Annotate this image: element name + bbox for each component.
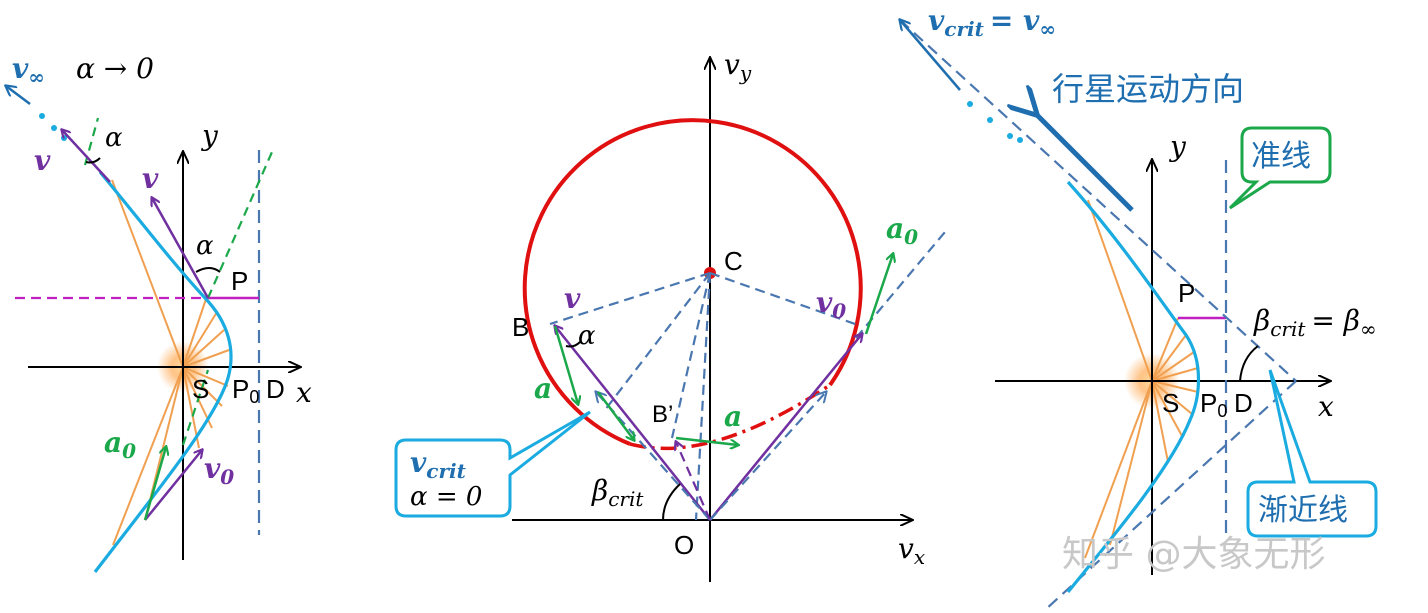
mid-a-left-label: a bbox=[534, 372, 552, 405]
mid-a0-label: a0 bbox=[886, 212, 918, 249]
mid-velocity-to-B bbox=[555, 326, 711, 521]
mid-radius-lines bbox=[549, 271, 859, 521]
left-accel-arrow-a0 bbox=[143, 447, 166, 521]
right-orbit-curve bbox=[1066, 180, 1201, 594]
mid-velocity-v0 bbox=[709, 334, 862, 521]
right-D-label: D bbox=[1234, 388, 1253, 418]
mid-vx-label: vx bbox=[898, 532, 925, 569]
mid-C-label: C bbox=[724, 246, 743, 276]
mid-dashed-velocity-right bbox=[709, 392, 826, 521]
left-alpha-mid-label: α bbox=[196, 231, 214, 261]
right-vcrit-eq-label: vcrit= v∞ bbox=[928, 4, 1056, 41]
right-callout-asymptote: 渐近线 bbox=[1246, 369, 1378, 538]
left-alpha-limit-label: α → 0 bbox=[76, 52, 154, 85]
mid-accel-a0 bbox=[864, 254, 893, 335]
left-velocity-arrow-top bbox=[62, 130, 111, 183]
right-panel: vcrit= v∞ 行星运动方向 y P βcrit= β∞ S P0 D x … bbox=[899, 4, 1378, 611]
middle-panel: vy C v B α a B’ a a0 v0 βcrit O vx vcrit… bbox=[394, 48, 946, 582]
mid-dashed-velocity-bprime bbox=[676, 442, 712, 521]
left-v-inf-arrow bbox=[6, 86, 31, 105]
mid-beta-arc bbox=[662, 483, 681, 521]
right-S-label: S bbox=[1162, 388, 1179, 418]
left-v-label-2: v bbox=[142, 162, 159, 195]
left-a0-label: a0 bbox=[104, 426, 136, 463]
right-dot-1 bbox=[967, 101, 973, 107]
right-beta-eq-label: βcrit= β∞ bbox=[1253, 304, 1377, 341]
watermark: 知乎 @大象无形 bbox=[1062, 534, 1325, 575]
left-alpha-arc-mid bbox=[195, 267, 221, 273]
right-dot-3 bbox=[1007, 133, 1013, 139]
right-x-axis-label: x bbox=[1318, 390, 1334, 423]
left-panel: v∞ α → 0 α v v y α P S P0 D x a0 v0 bbox=[6, 52, 312, 573]
mid-accel-mid-left bbox=[597, 391, 634, 440]
mid-beta-crit-label: βcrit bbox=[591, 474, 644, 511]
mid-O-label: O bbox=[674, 530, 694, 560]
left-P-label: P bbox=[231, 266, 248, 296]
left-alpha-arc-top bbox=[85, 157, 101, 164]
mid-accel-bprime bbox=[675, 436, 738, 445]
mid-B-label: B bbox=[512, 312, 529, 342]
mid-accel-at-B bbox=[553, 325, 578, 404]
left-dot-2 bbox=[51, 125, 57, 131]
right-beta-arc bbox=[1239, 345, 1259, 382]
left-velocity-arrow-mid bbox=[152, 198, 210, 299]
mid-alpha-label: α bbox=[578, 321, 596, 351]
left-velocity-arrow-v0 bbox=[144, 450, 202, 521]
right-asymptote-upper bbox=[899, 19, 1297, 382]
right-vcrit-arrow bbox=[900, 20, 961, 91]
mid-v-label: v bbox=[564, 282, 581, 315]
right-planet-motion-label: 行星运动方向 bbox=[1052, 70, 1244, 108]
left-dot-1 bbox=[39, 113, 45, 119]
left-v-inf-label: v∞ bbox=[12, 52, 45, 89]
callout-alpha-zero-label: α = 0 bbox=[410, 482, 482, 512]
left-v-label-1: v bbox=[34, 144, 51, 177]
right-P-label: P bbox=[1178, 278, 1195, 308]
right-dot-2 bbox=[987, 117, 993, 123]
left-green-dashed-top bbox=[206, 151, 274, 299]
mid-v0-label: v0 bbox=[816, 286, 846, 323]
callout-vcrit-label: vcrit bbox=[410, 446, 467, 483]
left-green-dashed-lower bbox=[181, 369, 210, 446]
right-callout-directrix: 准线 bbox=[1228, 126, 1332, 210]
left-v0-label: v0 bbox=[204, 452, 234, 489]
mid-B-prime-label: B’ bbox=[652, 401, 673, 428]
left-alpha-top-label: α bbox=[105, 123, 123, 153]
mid-alpha-arc bbox=[565, 341, 581, 348]
left-y-axis-label: y bbox=[200, 119, 219, 152]
left-x-axis-label: x bbox=[296, 376, 312, 409]
mid-callout-vcrit: vcrit α = 0 bbox=[394, 410, 591, 518]
mid-hodograph-circle bbox=[522, 118, 863, 446]
left-D-label: D bbox=[266, 374, 285, 404]
mid-dashed-velocity-left bbox=[596, 392, 711, 521]
mid-vy-label: vy bbox=[724, 48, 752, 85]
right-P0-label: P0 bbox=[1200, 388, 1227, 421]
right-dot-4 bbox=[1017, 137, 1023, 143]
right-motion-direction-arrow bbox=[1036, 114, 1134, 212]
asymptote-label: 渐近线 bbox=[1258, 493, 1348, 528]
left-orbit-curve bbox=[93, 170, 233, 573]
directrix-label: 准线 bbox=[1251, 139, 1311, 174]
mid-a-mid-label: a bbox=[724, 400, 742, 433]
left-S-label: S bbox=[192, 374, 209, 404]
left-P0-label: P0 bbox=[232, 374, 259, 407]
right-y-axis-label: y bbox=[1168, 130, 1187, 163]
